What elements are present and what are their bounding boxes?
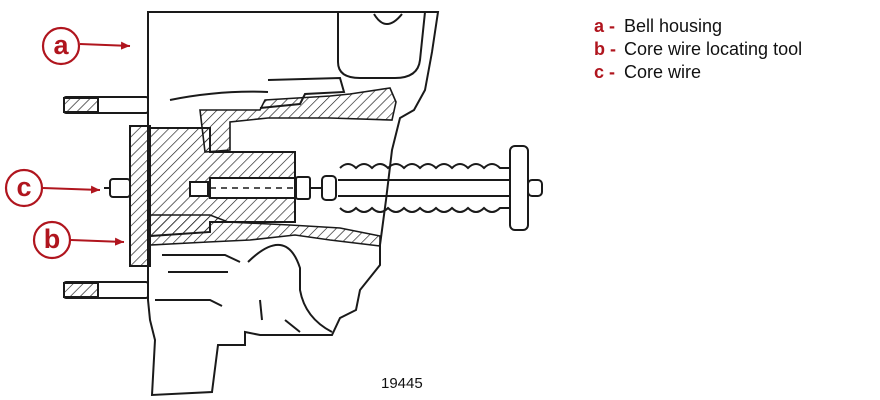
legend-item-c: c - Core wire (594, 62, 802, 85)
bell-housing (147, 11, 440, 397)
figure-number: 19445 (381, 375, 423, 392)
legend-label: Core wire locating tool (624, 39, 803, 59)
mounting-studs (63, 96, 149, 299)
housing-hatch-upper (199, 87, 397, 153)
callout-c: c (4, 168, 101, 208)
legend-key: a - (594, 16, 616, 36)
legend-label: Core wire (624, 62, 702, 82)
svg-text:a: a (53, 30, 69, 60)
legend: a - Bell housing b - Core wire locating … (594, 16, 802, 85)
callout-b: b (32, 220, 125, 260)
legend-label: Bell housing (624, 16, 723, 36)
svg-text:b: b (44, 224, 61, 254)
core-wire-locating-tool (129, 125, 296, 267)
core-wire (104, 145, 543, 231)
legend-item-b: b - Core wire locating tool (594, 39, 802, 62)
legend-item-a: a - Bell housing (594, 16, 802, 39)
legend-key: c - (594, 62, 616, 82)
callout-a: a (41, 26, 131, 66)
legend-key: b - (594, 39, 616, 59)
svg-text:c: c (16, 172, 31, 202)
